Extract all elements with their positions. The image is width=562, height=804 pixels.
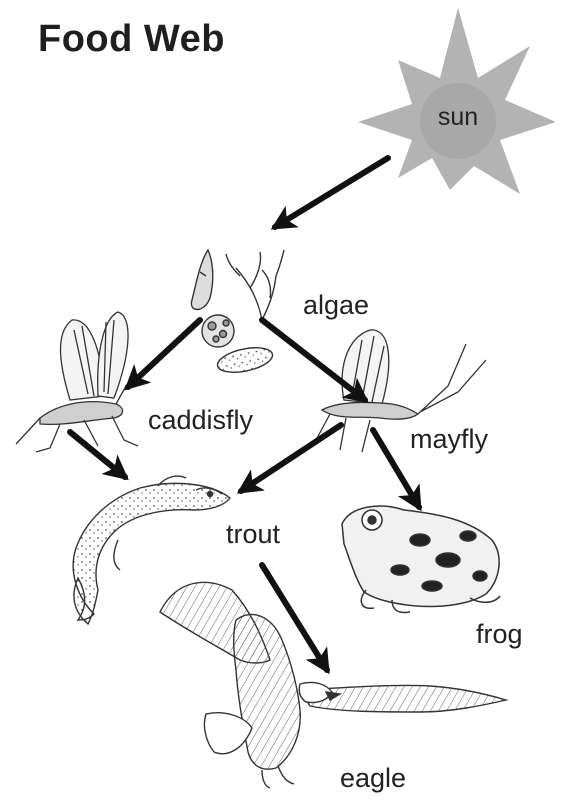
page-title: Food Web (38, 18, 225, 61)
algae-label: algae (303, 290, 369, 321)
eagle-label: eagle (340, 763, 406, 794)
caddisfly-illustration (16, 312, 138, 452)
arrow-mayfly-to-trout (241, 425, 341, 491)
eagle-illustration (160, 582, 506, 788)
algae-illustration (191, 250, 284, 377)
sun-label: sun (438, 103, 478, 131)
mayfly-label: mayfly (410, 424, 488, 455)
arrow-algae-to-caddisfly (128, 320, 200, 387)
frog-illustration (342, 506, 500, 612)
trout-label: trout (226, 519, 280, 550)
arrow-caddisfly-to-trout (70, 432, 125, 477)
sun-icon (358, 8, 556, 194)
frog-label: frog (476, 619, 523, 650)
arrow-sun-to-algae (275, 158, 388, 227)
caddisfly-label: caddisfly (148, 405, 253, 436)
